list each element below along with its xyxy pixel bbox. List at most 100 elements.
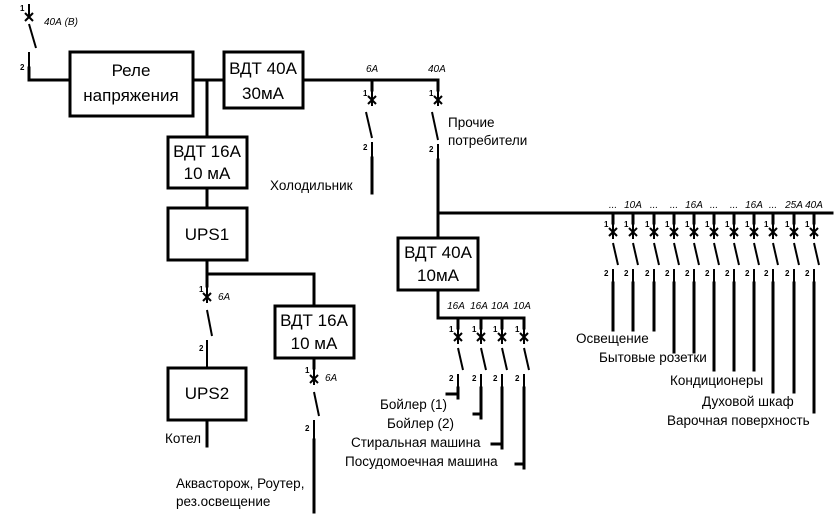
ups-rcd: ВДТ 16А 10 мА <box>166 135 249 190</box>
aqua-rcd: ВДТ 16А 10 мА <box>273 304 356 360</box>
pin-2: 2 <box>363 143 368 152</box>
pin-1: 1 <box>515 325 520 334</box>
pin-1: 1 <box>604 220 609 229</box>
pin-2: 2 <box>705 269 710 278</box>
pin-1: 1 <box>363 89 368 98</box>
pin-1: 1 <box>785 220 790 229</box>
label-ac: Кондиционеры <box>670 373 763 388</box>
pin-2: 2 <box>472 374 477 383</box>
label-aqua-line-1: Аквасторож, Роутер, <box>176 476 304 491</box>
label-boiler-1: Бойлер (1) <box>380 397 447 412</box>
group-breaker-5-rating: 16А <box>685 200 703 211</box>
pin-1: 1 <box>472 325 477 334</box>
pin-1: 1 <box>493 325 498 334</box>
wet-rcd-line-2: 10мА <box>417 266 460 285</box>
group-breaker-6: 1 2... <box>705 200 720 372</box>
wet-breaker-2-rating: 16А <box>470 301 488 312</box>
wet-breaker-4-rating: 10А <box>513 301 531 312</box>
label-dishwasher: Посудомоечная машина <box>345 454 498 469</box>
label-lighting: Освещение <box>576 331 649 346</box>
pin-1: 1 <box>199 285 204 294</box>
ups-rcd-line-1: ВДТ 16А <box>173 142 241 161</box>
group-breaker-2-rating: 10А <box>624 200 642 211</box>
label-oven: Духовой шкаф <box>702 394 794 409</box>
wet-rcd: ВДТ 40А 10мА <box>396 236 480 292</box>
ups2-breaker-rating: 6А <box>218 292 231 303</box>
pin-2: 2 <box>764 269 769 278</box>
group-breaker-4-rating: ... <box>670 200 678 211</box>
group-breaker-3: 1 2... <box>645 200 660 332</box>
group-breaker-10: 1 2 25А <box>784 200 803 394</box>
fridge-breaker-rating: 6А <box>366 64 379 75</box>
main-rcd: ВДТ 40А 30мА <box>222 50 305 110</box>
label-aqua-line-2: рез.освещение <box>176 494 270 509</box>
group-breaker-1: 12... <box>604 200 619 332</box>
ups2: UPS2 <box>166 366 248 422</box>
pin-2: 2 <box>725 269 730 278</box>
pin-1: 1 <box>624 220 629 229</box>
ups2-breaker: 1 2 6А <box>199 272 231 368</box>
voltage-relay-line-1: Реле <box>112 61 151 80</box>
ups1: UPS1 <box>166 206 249 262</box>
aqua-rcd-line-2: 10 мА <box>291 334 338 353</box>
pin-1: 1 <box>665 220 670 229</box>
pin-2: 2 <box>805 269 810 278</box>
wet-breaker-4: 1 2 10А <box>513 301 531 470</box>
label-boiler-ups: Котел <box>165 431 201 446</box>
wet-breaker-1-rating: 16А <box>447 301 465 312</box>
aqua-breaker: 1 2 6А <box>305 356 338 440</box>
pin-2: 2 <box>493 374 498 383</box>
pin-1: 1 <box>20 4 25 13</box>
group-breaker-4: 1 2... <box>665 200 680 354</box>
pin-2: 2 <box>449 374 454 383</box>
group-breakers: 12...1210А12...12...1216А12...12...1216А… <box>604 200 823 414</box>
ups2-label: UPS2 <box>185 384 229 403</box>
main-breaker: 1 2 40А (В) <box>20 4 78 72</box>
group-breaker-11-rating: 40А <box>805 200 823 211</box>
group-breaker-8-rating: 16А <box>745 200 763 211</box>
group-breaker-3-rating: ... <box>650 200 658 211</box>
pin-2: 2 <box>199 344 204 353</box>
group-breaker-10-rating: 25А <box>784 200 803 211</box>
pin-1: 1 <box>305 366 310 375</box>
pin-2: 2 <box>645 269 650 278</box>
aqua-breaker-rating: 6А <box>325 373 338 384</box>
pin-2: 2 <box>515 374 520 383</box>
group-breaker-8: 1 2 16А <box>745 200 763 372</box>
voltage-relay: Реле напряжения <box>68 50 195 118</box>
label-fridge: Холодильник <box>270 178 353 193</box>
pin-2: 2 <box>745 269 750 278</box>
main-rcd-line-1: ВДТ 40А <box>229 59 297 78</box>
pin-2: 2 <box>665 269 670 278</box>
group-breaker-6-rating: ... <box>710 200 718 211</box>
wet-breaker-2: 1 2 16А <box>470 301 488 420</box>
label-hob: Варочная поверхность <box>667 413 810 428</box>
pin-1: 1 <box>429 89 434 98</box>
pin-1: 1 <box>745 220 750 229</box>
pin-2: 2 <box>685 269 690 278</box>
pin-2: 2 <box>20 63 25 72</box>
aqua-rcd-line-1: ВДТ 16А <box>280 311 348 330</box>
ups-rcd-line-2: 10 мА <box>184 164 231 183</box>
main-breaker-rating: 40А (В) <box>44 17 78 28</box>
voltage-relay-line-2: напряжения <box>83 86 178 105</box>
pin-2: 2 <box>429 145 434 154</box>
group-breaker-9: 1 2... <box>764 200 779 394</box>
pin-1: 1 <box>764 220 769 229</box>
pin-1: 1 <box>645 220 650 229</box>
pin-2: 2 <box>604 269 609 278</box>
pin-1: 1 <box>705 220 710 229</box>
label-other-line-1: Прочие <box>448 115 495 130</box>
ups1-label: UPS1 <box>185 225 229 244</box>
wet-rcd-line-1: ВДТ 40А <box>404 243 472 262</box>
pin-2: 2 <box>785 269 790 278</box>
group-breaker-9-rating: ... <box>769 200 777 211</box>
